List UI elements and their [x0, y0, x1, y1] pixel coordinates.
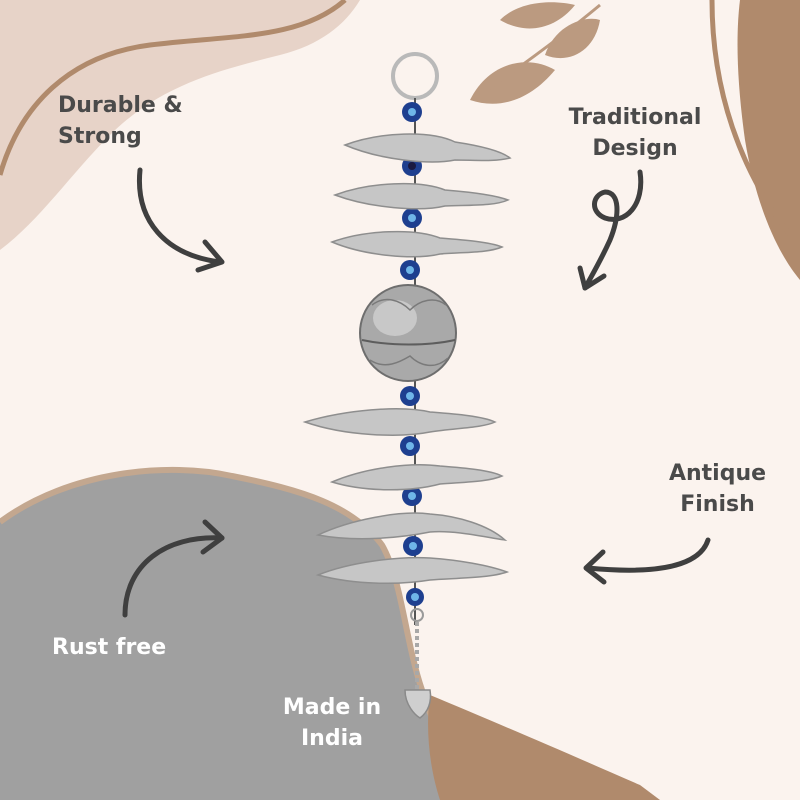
leaf-branch-icon	[470, 2, 601, 104]
metal-chillies	[302, 133, 512, 584]
product-hanging-ornament	[302, 52, 512, 719]
chain-charm	[404, 608, 432, 719]
brown-band-right	[737, 0, 800, 280]
curved-arrow-icon	[583, 537, 711, 585]
bell-sphere	[359, 284, 457, 382]
curved-arrow-icon	[136, 167, 225, 273]
brown-curve-right	[709, 0, 792, 237]
feature-rust-free: Rust free	[52, 635, 167, 660]
curved-arrow-icon	[122, 519, 225, 618]
feature-durable-strong: Durable & Strong	[58, 93, 183, 149]
feature-antique-finish: Antique Finish	[668, 461, 767, 517]
curved-arrow-icon	[577, 169, 644, 291]
feature-made-in-india: Made in India	[282, 695, 382, 751]
gray-blob-bottom	[0, 471, 520, 800]
brown-blob-bottom-right	[428, 695, 660, 800]
brown-curve-top-left	[0, 0, 347, 176]
feature-traditional-design: Traditional Design	[568, 105, 702, 161]
